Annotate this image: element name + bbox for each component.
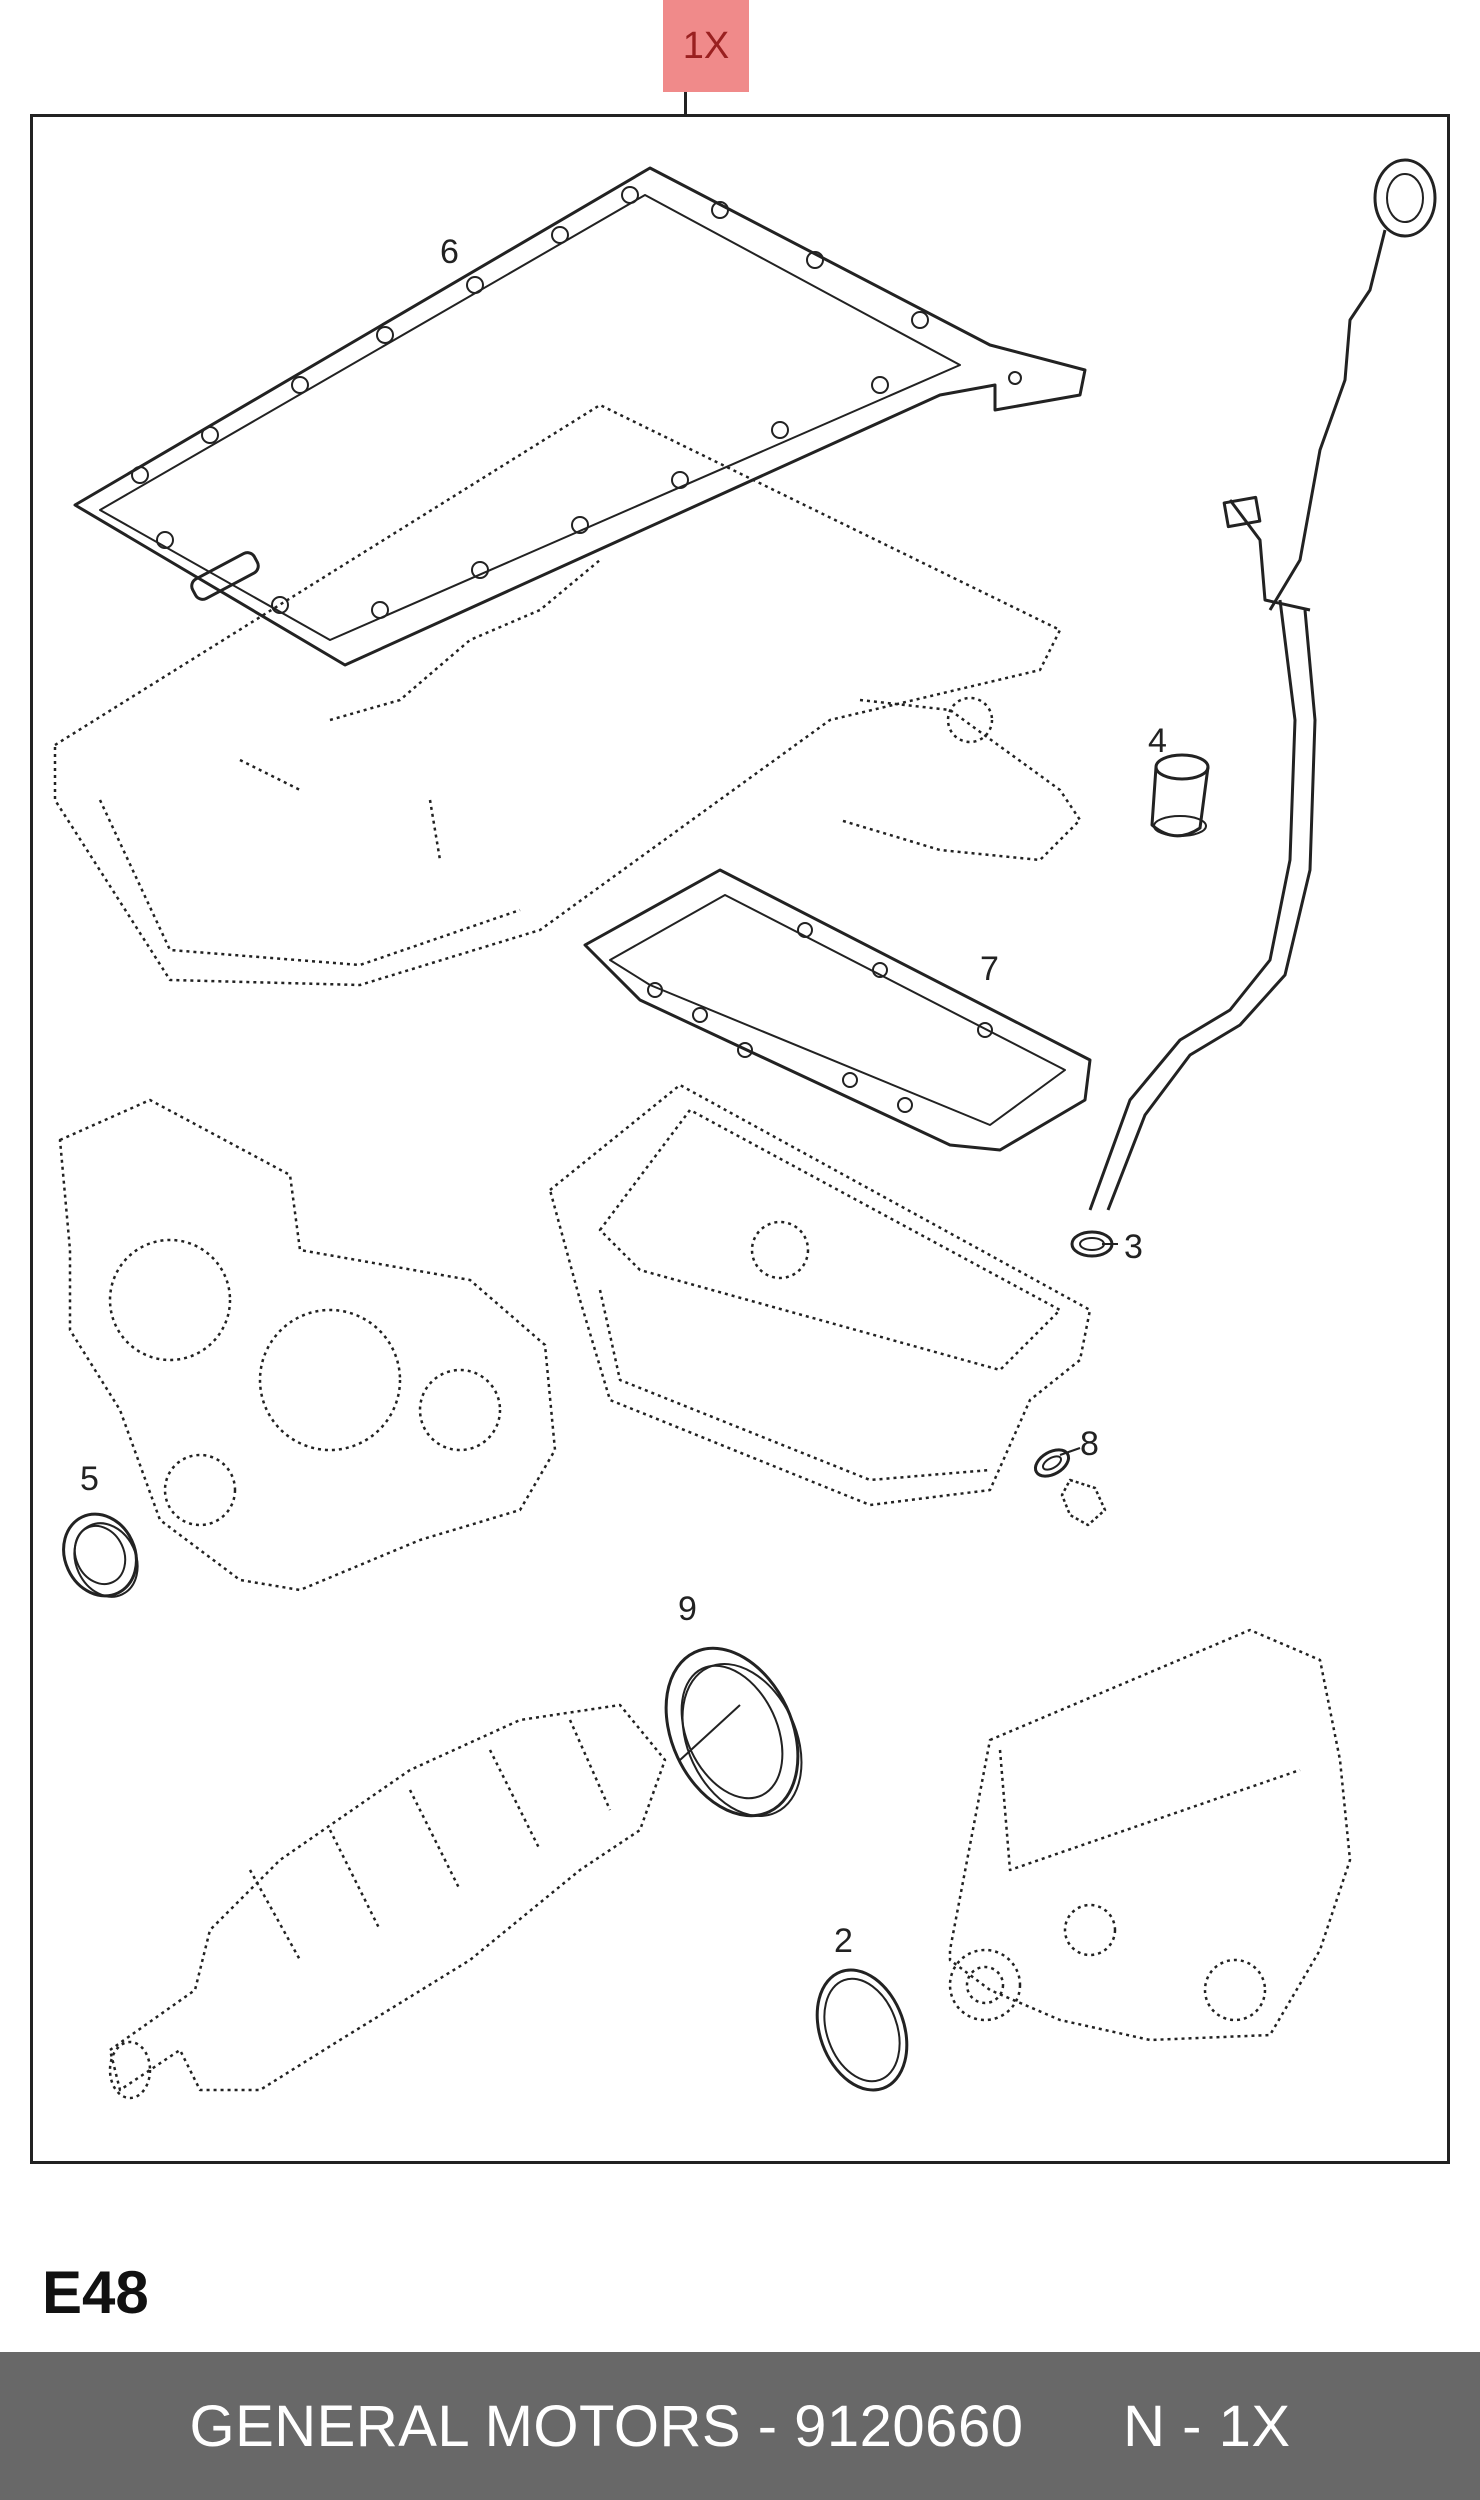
front-crankshaft-seal	[62, 1512, 139, 1598]
drain-plug-washer	[1033, 1448, 1071, 1478]
rear-main-seal	[664, 1646, 803, 1818]
footer-quantity: N - 1X	[1123, 2393, 1291, 2459]
callout-2: 2	[834, 1922, 853, 1960]
upper-oil-pan	[53, 403, 1082, 987]
footer-bar: GENERAL MOTORS - 9120660 N - 1X	[0, 2352, 1480, 2500]
footer-separator: -	[741, 2393, 795, 2459]
callout-4: 4	[1148, 722, 1167, 760]
diagram-frame	[30, 114, 1450, 2164]
fuel-injection-pump	[948, 1628, 1352, 2042]
kit-quantity-tag: 1X	[663, 0, 749, 92]
callout-leader-lines	[1059, 1243, 1118, 1456]
oil-dipstick-tube	[1088, 158, 1437, 1211]
lower-oil-pan	[548, 1083, 1092, 1507]
callout-7: 7	[980, 950, 999, 988]
oil-pan-gasket-large	[73, 166, 1087, 667]
callout-9: 9	[678, 1590, 697, 1628]
dipstick-tube-cap	[1150, 753, 1210, 838]
callout-5: 5	[80, 1460, 99, 1498]
exploded-parts-diagram: 6 4 7 3 5 8 9 2	[53, 158, 1437, 2100]
drain-plug	[1060, 1478, 1107, 1527]
lower-oil-pan-gasket	[583, 868, 1092, 1152]
callout-3: 3	[1124, 1228, 1143, 1266]
footer-part-number: 9120660	[794, 2393, 1024, 2459]
front-cover-housing	[58, 1098, 557, 1592]
crankshaft	[108, 1703, 667, 2100]
kit-tag-leader-line	[684, 72, 687, 116]
callout-6: 6	[440, 233, 459, 271]
footer-manufacturer: GENERAL MOTORS	[189, 2393, 742, 2459]
diagram-page-code: E48	[42, 2259, 149, 2326]
footer-gap	[1023, 2393, 1123, 2460]
fuel-pump-o-ring	[815, 1968, 909, 2092]
callout-8: 8	[1080, 1425, 1099, 1463]
